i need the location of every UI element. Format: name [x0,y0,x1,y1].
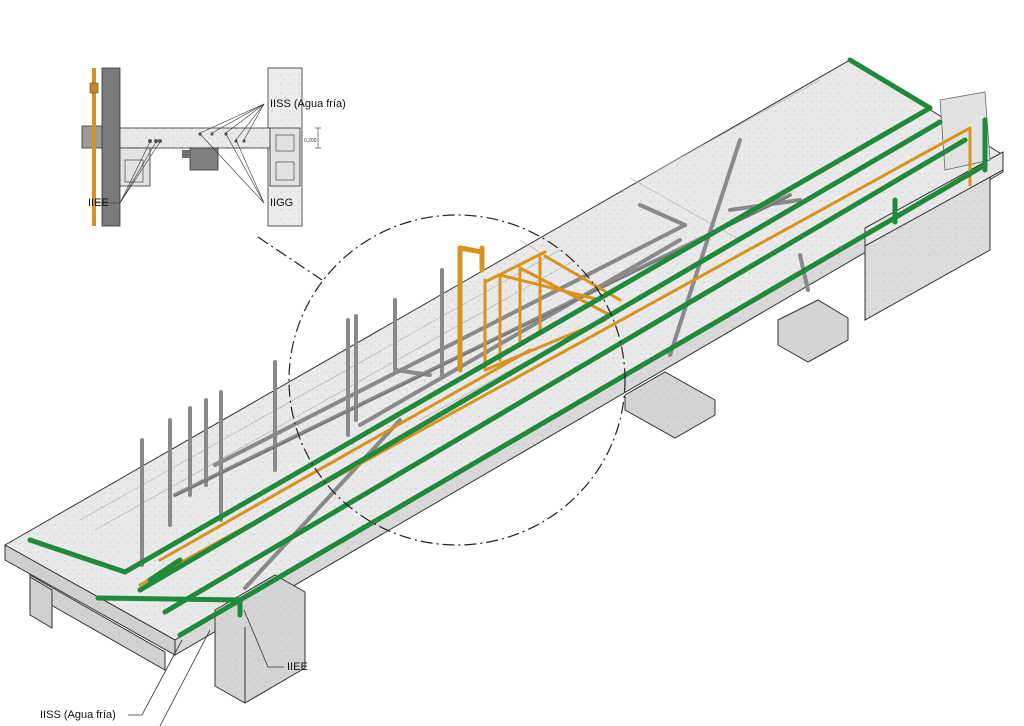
leader-electrical-main [243,609,284,668]
callout-leader [257,236,323,281]
leader-water-main [128,639,183,716]
detail-label-electrical: IIEE [88,197,109,209]
gas-diagonal [668,138,742,357]
column-far [777,299,849,363]
main-label-electrical: IIEE [287,661,308,673]
column-left [29,576,53,629]
detail-callout-circle [288,214,626,546]
detail-label-gas: IIGG [270,197,294,209]
water-main-line-1 [122,105,933,575]
detail-beam-right [269,127,301,187]
detail-equipment-box [189,147,219,171]
water-main-line-4 [177,162,988,638]
water-edge-line [27,537,128,575]
gas-secondary-line [213,223,687,467]
main-label-water: IISS (Agua fría) [40,709,116,721]
water-main-line-3 [162,137,968,615]
section-detail [81,67,321,227]
detail-dimension-label: 0,200 [304,138,317,144]
water-feeder-top [847,57,933,111]
concrete-slab [3,59,1004,704]
water-main-line-2 [137,119,943,593]
detail-label-water: IISS (Agua fría) [270,98,346,110]
electrical-secondary-line [158,348,532,562]
water-pipes [27,57,988,638]
